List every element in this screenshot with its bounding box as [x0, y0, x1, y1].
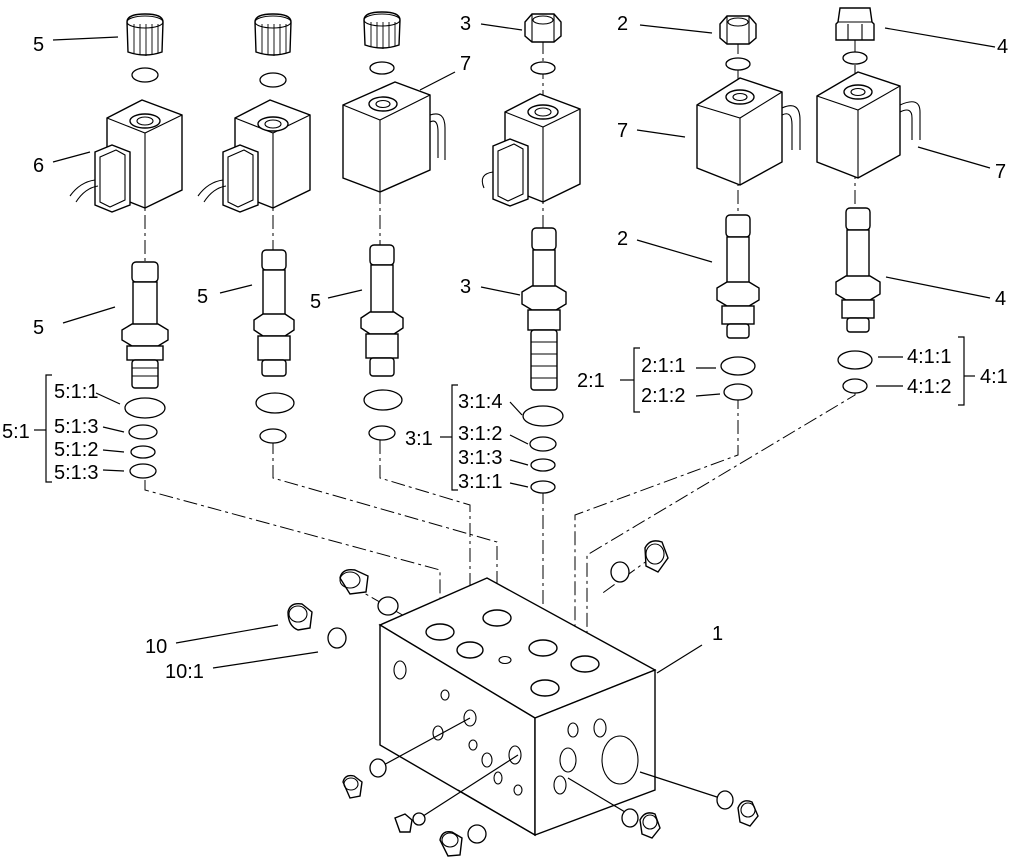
- o-ring-stack-3-1: [522, 405, 564, 494]
- group-item: 3:1:2: [458, 423, 502, 445]
- solenoid-coil-6a: [69, 99, 183, 213]
- callout-5: 5: [33, 34, 44, 56]
- callout-1: 1: [712, 623, 723, 645]
- callout-10-1: 10:1: [165, 661, 204, 683]
- o-ring: [368, 425, 396, 441]
- callout-4: 4: [997, 36, 1008, 58]
- solenoid-coil-6c: [481, 93, 581, 207]
- o-ring: [259, 428, 287, 444]
- group-item: 3:1:3: [458, 447, 502, 469]
- knurled-cap-1: [126, 13, 164, 56]
- group-label-4-1: 4:1: [980, 366, 1008, 388]
- group-item: 5:1:2: [54, 439, 98, 461]
- group-item: 5:1:1: [54, 381, 98, 403]
- group-item: 4:1:2: [907, 376, 951, 398]
- o-ring-stack-5-1: [124, 397, 166, 479]
- o-ring: [842, 51, 868, 65]
- cartridge-valve-2: [716, 214, 760, 339]
- group-label-5-1: 5:1: [2, 421, 30, 443]
- knurled-cap-2: [254, 13, 292, 56]
- o-ring: [363, 389, 403, 411]
- cartridge-valve-4: [835, 207, 881, 333]
- solenoid-coil-6b: [197, 99, 311, 213]
- callout-2: 2: [617, 228, 628, 250]
- manifold-block: [378, 577, 657, 837]
- o-ring-stack-4-1: [837, 350, 873, 394]
- o-ring: [255, 392, 295, 414]
- callout-4: 4: [995, 288, 1006, 310]
- group-labels: 5:1 5:1:1 5:1:3 5:1:2 5:1:3 3:1 3:1:4 3:…: [2, 346, 1008, 493]
- callout-3: 3: [460, 276, 471, 298]
- group-item: 3:1:1: [458, 471, 502, 493]
- o-ring-10-1: [327, 627, 347, 649]
- o-ring-stack-2-1: [720, 356, 756, 401]
- group-item: 2:1:2: [641, 385, 685, 407]
- callout-5: 5: [310, 291, 321, 313]
- leader-lines: [52, 23, 996, 674]
- side-plug-left: [339, 568, 399, 616]
- o-ring: [259, 72, 287, 88]
- cartridge-valve-5b: [253, 249, 295, 377]
- cartridge-valve-3: [521, 227, 567, 391]
- group-item: 5:1:3: [54, 462, 98, 484]
- hex-nut-3: [524, 13, 562, 43]
- callout-10: 10: [145, 636, 167, 658]
- callout-3: 3: [460, 13, 471, 35]
- callout-7: 7: [995, 161, 1006, 183]
- callout-7: 7: [460, 53, 471, 75]
- callout-6: 6: [33, 155, 44, 177]
- cartridge-valve-5a: [121, 261, 169, 389]
- callout-5: 5: [33, 317, 44, 339]
- o-ring: [369, 61, 395, 75]
- group-label-3-1: 3:1: [405, 428, 433, 450]
- o-ring: [725, 57, 751, 71]
- o-ring: [530, 61, 556, 75]
- callout-5: 5: [197, 286, 208, 308]
- group-item: 3:1:4: [458, 391, 502, 413]
- solenoid-coil-7b: [696, 77, 801, 186]
- cartridge-valve-5c: [360, 244, 404, 377]
- o-ring: [131, 67, 159, 83]
- cap-nut-4: [835, 7, 875, 41]
- solenoid-coil-7c: [816, 71, 921, 179]
- callout-labels: 5 6 5 5 5 7 3 3 2 7 2 4 7 4 1 10 10:1: [33, 13, 1008, 683]
- group-item: 4:1:1: [907, 346, 951, 368]
- plug-10: [287, 602, 313, 631]
- group-item: 2:1:1: [641, 355, 685, 377]
- group-label-2-1: 2:1: [577, 370, 605, 392]
- hex-nut-2: [719, 15, 757, 45]
- callout-2: 2: [617, 13, 628, 35]
- group-brackets: [34, 336, 975, 491]
- solenoid-coil-7a: [342, 81, 446, 193]
- side-plug-right: [610, 540, 669, 583]
- callout-7: 7: [617, 120, 628, 142]
- knurled-cap-3: [363, 11, 401, 49]
- bottom-plugs: [342, 717, 759, 857]
- group-item: 5:1:3: [54, 416, 98, 438]
